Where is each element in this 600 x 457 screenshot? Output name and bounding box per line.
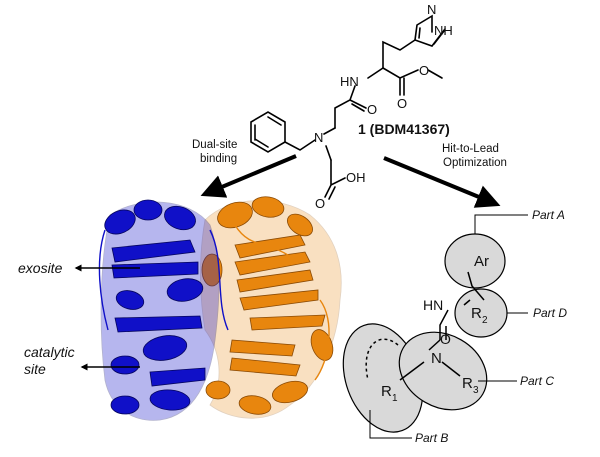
imidazole-double-bond-2 [433, 30, 445, 45]
arrow-label-dual-site-2: binding [200, 153, 237, 165]
acid-carbonyl [328, 186, 336, 200]
svg-text:2: 2 [482, 315, 488, 326]
protein-chain-b [200, 196, 342, 419]
arrow-dual-site [200, 154, 297, 198]
arrow-label-hit-to-lead-1: Hit-to-Lead [442, 143, 499, 155]
scheme-ar: Ar [474, 253, 489, 270]
atom-amide-o: O [367, 102, 377, 117]
acid-bonds [324, 159, 346, 198]
protein-annotations: exosite catalytic site [18, 260, 140, 377]
part-c-label: Part C [520, 374, 554, 388]
atom-n-ring: N [427, 2, 436, 17]
scheme-hn: HN [423, 297, 443, 313]
atom-acid-o: O [315, 196, 325, 211]
scheme-r1: R 1 [381, 383, 398, 404]
imidazole-double-bond [418, 27, 421, 39]
ester-bonds [382, 67, 419, 96]
svg-text:R: R [381, 383, 392, 400]
benzene-ring [250, 111, 286, 153]
catalytic-label-2: site [24, 361, 46, 377]
amine-bonds [284, 127, 336, 161]
atom-ester-o1: O [419, 63, 429, 78]
scheme-o: O [440, 331, 451, 347]
scheme-n: N [431, 350, 442, 367]
atom-nh-ring: NH [434, 23, 453, 38]
compound-structure [250, 14, 446, 200]
benzene-inner-bonds [254, 116, 282, 148]
scheme-r3: R 3 [462, 375, 479, 396]
exosite-label: exosite [18, 260, 63, 276]
histidine-side-chain [382, 39, 416, 69]
arrow-label-hit-to-lead-2: Optimization [443, 157, 507, 169]
atom-amide-hn: HN [340, 74, 359, 89]
arrow-hit-to-lead [383, 156, 501, 208]
catalytic-label-1: catalytic [24, 344, 75, 360]
compound-label: 1 (BDM41367) [358, 121, 450, 137]
part-d-label: Part D [533, 306, 567, 320]
arrow-label-dual-site-1: Dual-site [192, 139, 237, 151]
part-b-label: Part B [415, 431, 448, 445]
region-part-c [398, 331, 488, 411]
svg-text:R: R [462, 375, 473, 392]
ester-methyl [427, 69, 443, 79]
atom-amine-n: N [314, 130, 323, 145]
big-arrows: Dual-site binding Hit-to-Lead Optimizati… [192, 139, 507, 208]
scheme-r2: R 2 [471, 305, 488, 326]
amide-carbonyl [349, 99, 367, 112]
svg-text:R: R [471, 305, 482, 322]
svg-text:1: 1 [392, 393, 398, 404]
amide-bonds [334, 67, 384, 129]
optimization-scheme: Ar HN O N R 2 R 1 R 3 Part A Part D Part… [342, 208, 567, 445]
scheme-bonds [365, 271, 485, 381]
protein-loops [98, 224, 330, 381]
part-a-label: Part A [532, 208, 565, 222]
svg-text:3: 3 [473, 385, 479, 396]
atom-acid-oh: OH [346, 170, 366, 185]
protein-structure [98, 196, 342, 421]
part-leader-lines [369, 214, 528, 439]
compound-labels: NH N HN O O O N O OH 1 (BDM41367) [314, 2, 453, 211]
protein-chain-a [100, 199, 220, 421]
atom-ester-o2: O [397, 96, 407, 111]
